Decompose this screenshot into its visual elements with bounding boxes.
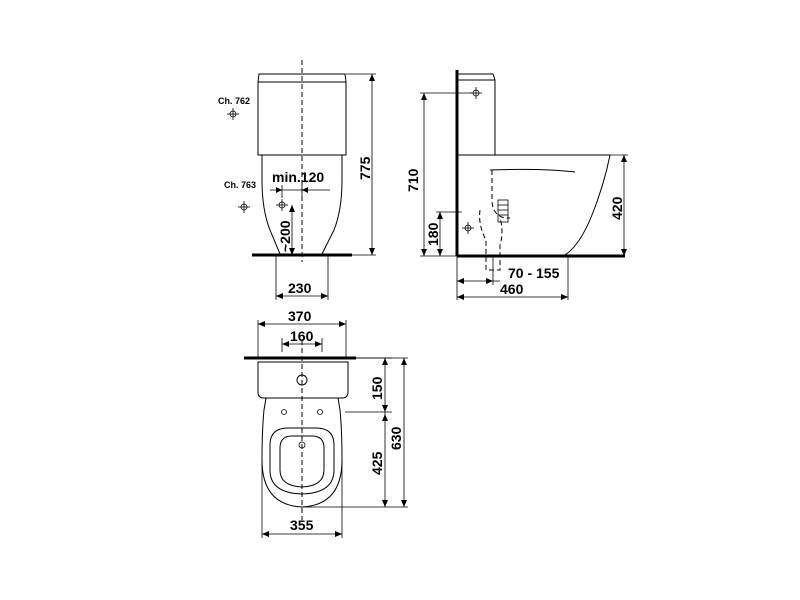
top-bowl-well [279, 435, 325, 488]
front-view: Ch. 762 Ch. 763 min.120 ~200 775 [218, 60, 376, 300]
side-outlet-flange [497, 199, 509, 223]
side-bowl [458, 154, 611, 256]
dim-min120: min.120 [272, 169, 324, 185]
side-cistern [458, 73, 496, 156]
side-view: 710 180 420 70 - 155 460 [405, 70, 628, 300]
top-seat-hole-right-icon [317, 409, 323, 415]
dim-420: 420 [609, 196, 625, 220]
dim-230: 230 [288, 280, 312, 296]
dim-160: 160 [290, 328, 314, 344]
side-outlet-pipe [479, 209, 503, 271]
dim-150: 150 [369, 376, 385, 400]
top-bowl-opening [269, 427, 335, 495]
side-trap [491, 170, 510, 219]
ref-762-label: Ch. 762 [218, 96, 250, 106]
dim-460: 460 [500, 281, 524, 297]
dim-180: 180 [425, 222, 441, 246]
dim-70-155: 70 - 155 [508, 265, 560, 281]
dim-425: 425 [369, 451, 385, 475]
dim-775: 775 [357, 156, 373, 180]
dim-355: 355 [290, 517, 314, 533]
dim-710: 710 [405, 168, 421, 192]
ref-763-label: Ch. 763 [224, 180, 256, 190]
top-view: 370 160 150 630 425 355 [244, 308, 408, 538]
dim-630: 630 [388, 426, 404, 450]
front-cistern-body [257, 82, 347, 156]
dim-370: 370 [288, 308, 312, 324]
top-seat-hole-left-icon [281, 409, 287, 415]
top-cistern [257, 361, 349, 399]
side-seat-line [489, 168, 576, 173]
dim-200: ~200 [277, 220, 293, 252]
